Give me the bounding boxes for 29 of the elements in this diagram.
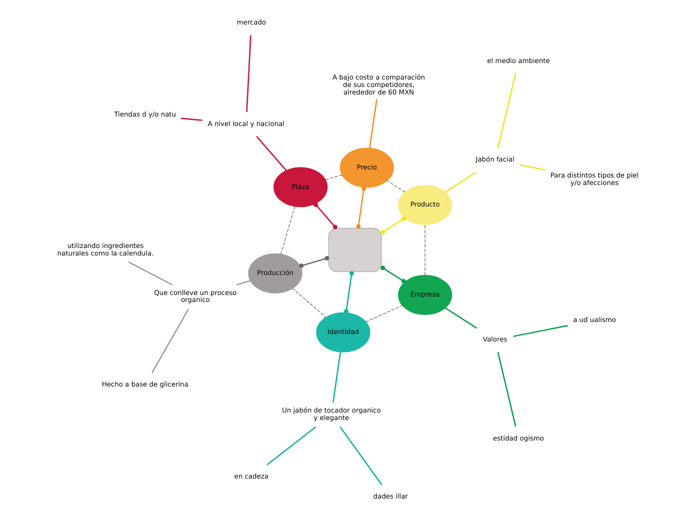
connector xyxy=(128,261,173,286)
connector xyxy=(180,118,202,121)
connector xyxy=(340,426,382,486)
node-box xyxy=(328,228,382,272)
connector xyxy=(299,256,330,268)
connector xyxy=(380,216,406,234)
connector xyxy=(151,308,190,374)
connector xyxy=(356,186,366,229)
connector xyxy=(332,352,342,403)
connector xyxy=(497,73,516,148)
connector xyxy=(497,352,516,427)
connector xyxy=(444,307,478,329)
connector xyxy=(444,172,476,193)
connector xyxy=(365,304,403,322)
connector xyxy=(344,271,354,314)
connector xyxy=(369,98,378,148)
connector xyxy=(380,266,406,284)
connector xyxy=(513,324,568,337)
connector xyxy=(246,35,252,112)
connector xyxy=(386,180,406,192)
connector xyxy=(266,426,316,466)
connector xyxy=(520,164,546,171)
connector xyxy=(236,280,251,286)
connector xyxy=(314,202,338,230)
connector xyxy=(256,136,287,172)
connector xyxy=(324,174,343,180)
connector xyxy=(280,206,296,255)
connector xyxy=(292,288,326,318)
connector xyxy=(424,224,426,276)
